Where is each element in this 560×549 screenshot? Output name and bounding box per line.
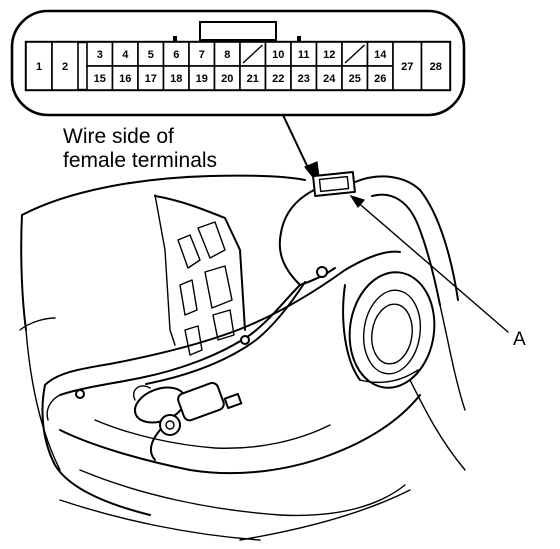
terminal-cell-27: [392, 41, 423, 91]
door-illustration: [19, 170, 466, 541]
terminal-cell-20: [213, 65, 241, 91]
terminal-cell-top-11: [366, 41, 394, 67]
terminal-cell-16: [111, 65, 139, 91]
terminal-cell-24: [315, 65, 343, 91]
connector-key: [297, 36, 301, 42]
caption-line-2: female terminals: [63, 149, 217, 172]
terminal-number: 12: [323, 49, 335, 61]
connector-key: [173, 36, 177, 42]
terminal-number: 11: [298, 49, 310, 61]
terminal-cell-25: [341, 65, 369, 91]
terminal-cell-2: [51, 41, 79, 91]
terminal-number: 28: [430, 61, 442, 73]
terminal-cell-top-4: [188, 41, 216, 67]
terminal-cell-28: [420, 41, 451, 91]
terminal-number: 4: [122, 49, 129, 61]
unused-terminal-slash: [242, 44, 263, 64]
terminal-cell-26: [366, 65, 394, 91]
callout-arrowhead: [349, 194, 366, 209]
terminal-number: 27: [401, 61, 413, 73]
terminal-number: 15: [94, 73, 106, 85]
terminal-number: 10: [272, 49, 284, 61]
terminal-cell-19: [188, 65, 216, 91]
terminal-number: 18: [170, 73, 182, 85]
terminal-cell-top-3: [162, 41, 190, 67]
window-motor: [133, 382, 243, 461]
terminal-number: 6: [173, 49, 179, 61]
terminal-number: 20: [221, 73, 233, 85]
caption-line-1: Wire side of: [63, 125, 174, 148]
callout-label: A: [513, 329, 526, 350]
terminal-number: 21: [247, 73, 259, 85]
terminal-number: 14: [374, 49, 387, 61]
terminal-number: 25: [349, 73, 361, 85]
terminal-number: 8: [224, 49, 230, 61]
terminal-number: 26: [374, 73, 386, 85]
terminal-number: 3: [97, 49, 103, 61]
terminal-number: 19: [196, 73, 208, 85]
terminal-cell-15: [86, 65, 114, 91]
terminal-number: 7: [199, 49, 205, 61]
unused-terminal-slash: [344, 44, 365, 64]
terminal-number: 16: [119, 73, 131, 85]
connector-lock-tab: [199, 21, 277, 41]
terminal-number: 5: [148, 49, 154, 61]
terminal-number: 1: [36, 61, 42, 73]
terminal-cell-top-5: [213, 41, 241, 67]
terminal-cell-1: [25, 41, 53, 91]
terminal-number: 17: [145, 73, 157, 85]
terminal-number: 2: [62, 61, 68, 73]
terminal-number: 24: [323, 73, 336, 85]
terminal-number: 22: [272, 73, 284, 85]
terminal-cell-18: [162, 65, 190, 91]
terminal-number: 23: [298, 73, 310, 85]
